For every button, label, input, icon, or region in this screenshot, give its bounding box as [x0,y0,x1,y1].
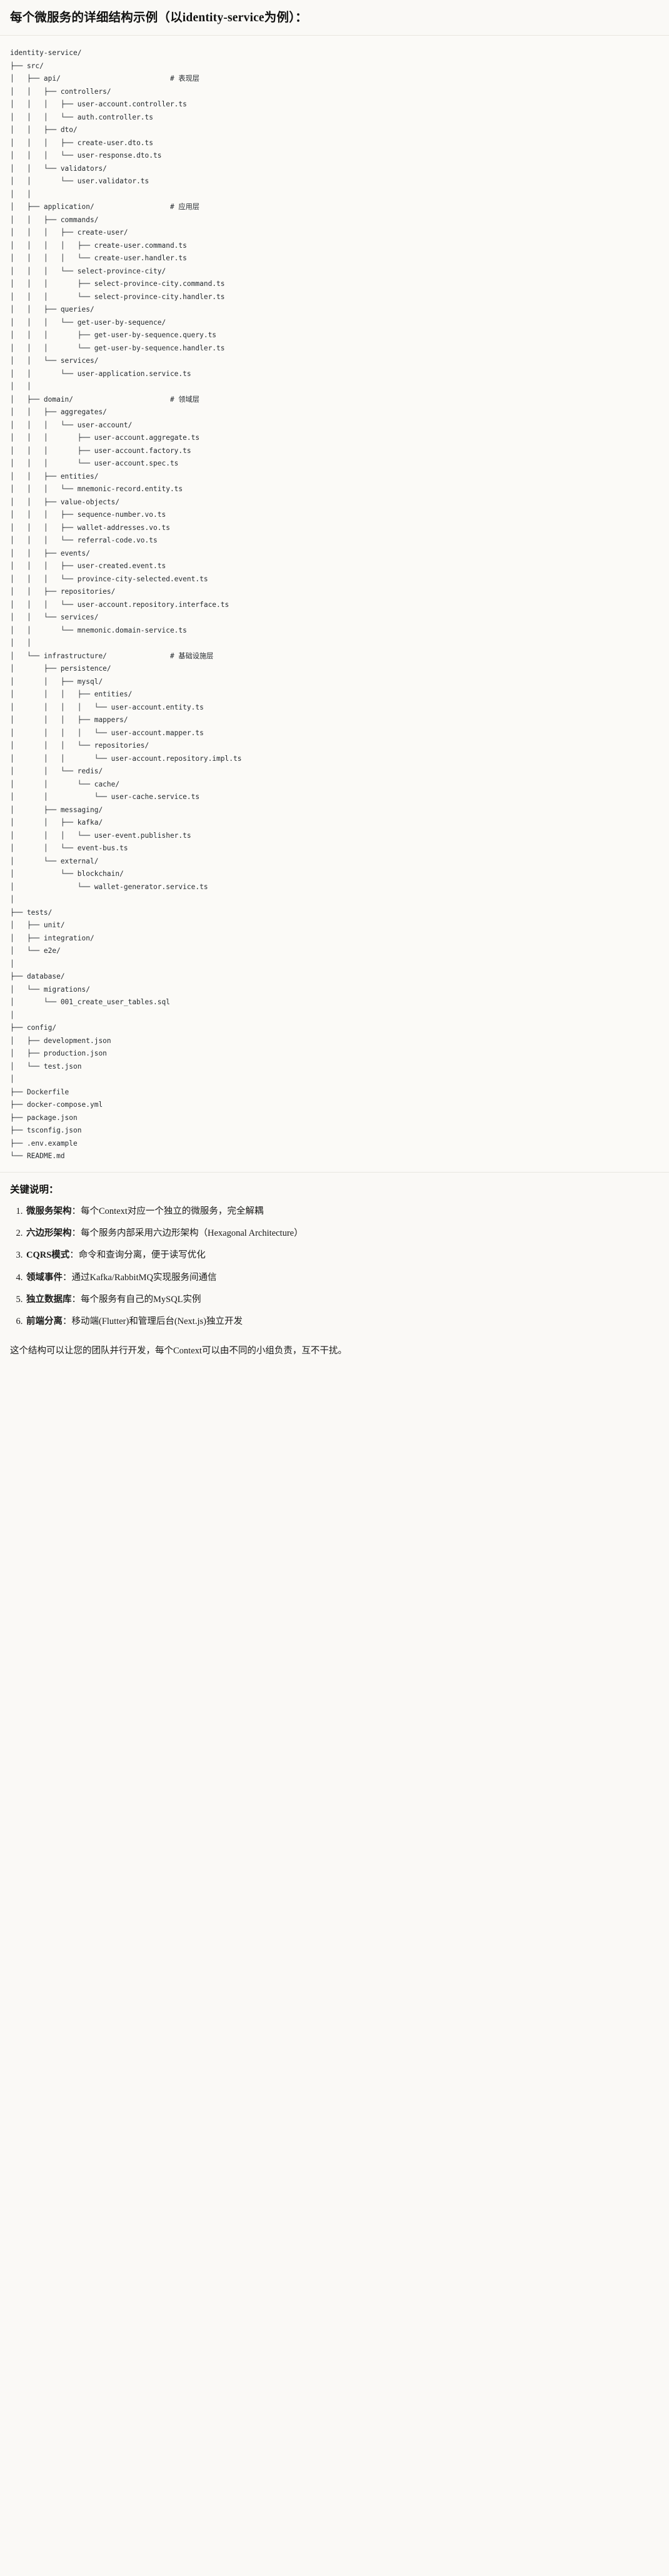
closing-paragraph: 这个结构可以让您的团队并行开发，每个Context可以由不同的小组负责，互不干扰… [10,1346,347,1357]
note-description: 通过Kafka/RabbitMQ实现服务间通信 [71,1272,217,1283]
note-separator: ： [69,1250,79,1261]
list-item: CQRS模式：命令和查询分离，便于读写优化 [25,1248,659,1263]
note-separator: ： [71,1206,81,1216]
note-separator: ： [63,1316,72,1326]
divider-top [0,35,669,36]
note-term: CQRS模式 [26,1250,70,1261]
directory-tree: identity-service/ ├── src/ │ ├── api/ # … [10,49,242,1161]
key-points-list: 微服务架构：每个Context对应一个独立的微服务，完全解耦 六边形架构：每个服… [10,1204,659,1329]
note-description: 每个服务内部采用六边形架构（Hexagonal Architecture） [81,1228,303,1239]
note-term: 独立数据库 [26,1294,72,1305]
note-term: 微服务架构 [26,1206,72,1216]
note-term: 前端分离 [26,1316,63,1326]
note-term: 领域事件 [26,1272,63,1283]
page-title: 每个微服务的详细结构示例（以identity-service为例）： [10,11,308,24]
list-item: 领域事件：通过Kafka/RabbitMQ实现服务间通信 [25,1271,659,1285]
divider-bottom [0,1171,669,1173]
note-description: 每个Context对应一个独立的微服务，完全解耦 [81,1206,264,1216]
note-description: 每个服务有自己的MySQL实例 [81,1294,201,1305]
note-separator: ： [71,1294,81,1305]
list-item: 独立数据库：每个服务有自己的MySQL实例 [25,1293,659,1307]
note-separator: ： [71,1228,81,1239]
note-description: 命令和查询分离，便于读写优化 [78,1250,206,1261]
key-points-section: 关键说明： 微服务架构：每个Context对应一个独立的微服务，完全解耦 六边形… [0,1173,669,1334]
list-item: 六边形架构：每个服务内部采用六边形架构（Hexagonal Architectu… [25,1226,659,1241]
document-page: 每个微服务的详细结构示例（以identity-service为例）： ident… [0,0,669,1370]
list-item: 微服务架构：每个Context对应一个独立的微服务，完全解耦 [25,1204,659,1219]
key-points-title: 关键说明： [10,1184,59,1195]
note-term: 六边形架构 [26,1228,72,1239]
directory-tree-block: identity-service/ ├── src/ │ ├── api/ # … [0,36,669,1172]
note-description: 移动端(Flutter)和管理后台(Next.js)独立开发 [71,1316,243,1326]
list-item: 前端分离：移动端(Flutter)和管理后台(Next.js)独立开发 [25,1315,659,1329]
note-separator: ： [63,1272,72,1283]
